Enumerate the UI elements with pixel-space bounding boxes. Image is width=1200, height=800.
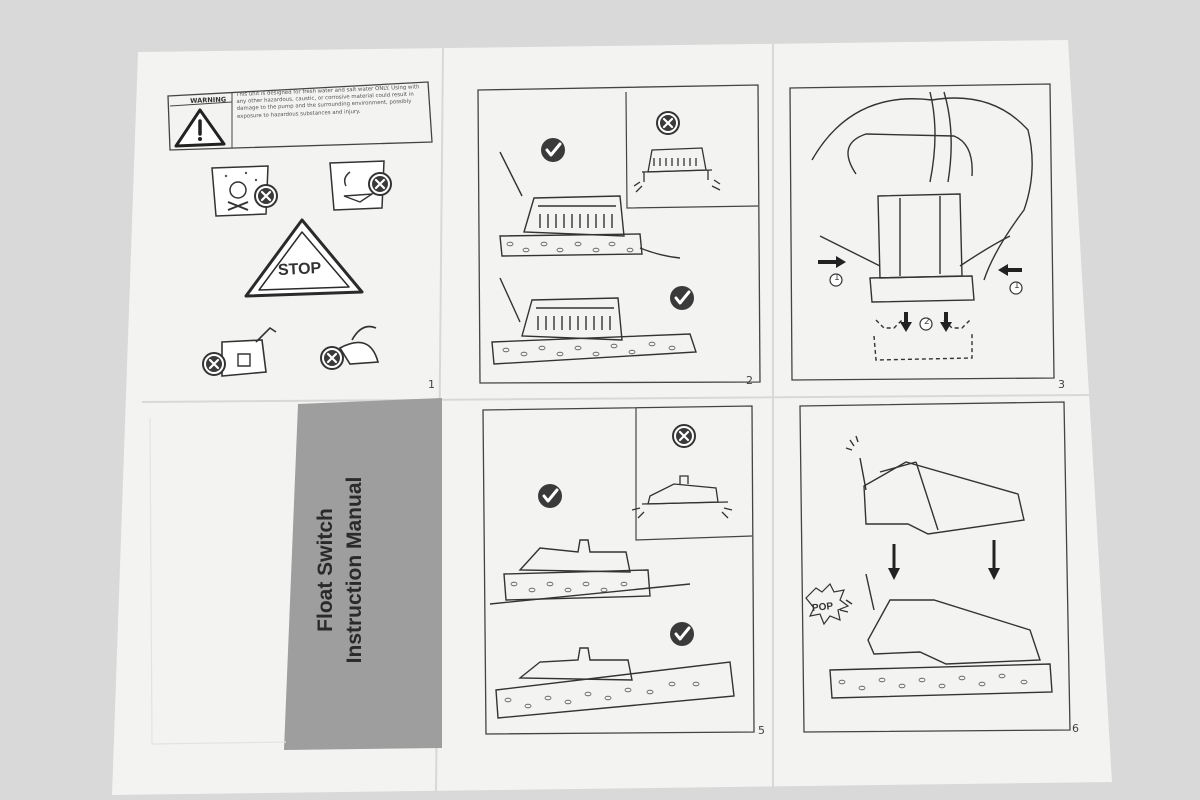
arrow-down-icon xyxy=(900,312,952,332)
panel-1-warnings xyxy=(167,81,433,377)
cross-mark-icon xyxy=(655,110,681,136)
check-mark-icon xyxy=(668,284,696,312)
page-number-3: 3 xyxy=(1058,378,1065,391)
warning-triangle-icon xyxy=(174,108,226,148)
panel-6-clip xyxy=(799,401,1071,733)
stop-sign-text: STOP xyxy=(277,259,322,280)
panel-5-mounting-small xyxy=(482,405,755,735)
page-number-6: 6 xyxy=(1072,722,1079,735)
panel-2-mounting xyxy=(477,84,761,384)
corrosive-container-prohibited-icon xyxy=(329,160,393,211)
stop-triangle-icon xyxy=(244,218,364,298)
step-number-1-left: 1 xyxy=(834,273,840,283)
pop-burst xyxy=(805,582,850,626)
fuel-can-prohibited-icon xyxy=(201,326,277,377)
arrow-left-icon xyxy=(998,264,1022,276)
cross-mark-icon xyxy=(671,423,697,449)
oil-can-prohibited-icon xyxy=(319,325,380,371)
panel-3-release xyxy=(789,83,1055,381)
step-number-2: 2 xyxy=(924,317,930,327)
check-mark-icon xyxy=(536,482,564,510)
page-number-5: 5 xyxy=(758,724,765,737)
pop-label: POP xyxy=(811,600,834,615)
poison-container-prohibited-icon xyxy=(211,165,279,217)
cover-title-line-1: Float Switch xyxy=(314,508,337,632)
arrow-down-icon xyxy=(888,540,1000,580)
check-mark-icon xyxy=(668,620,696,648)
page-number-1: 1 xyxy=(428,378,435,391)
cover-title: Float Switch Instruction Manual xyxy=(311,435,369,705)
cover-title-line-2: Instruction Manual xyxy=(343,476,366,664)
warning-label: WARNING xyxy=(190,95,227,105)
arrow-right-icon xyxy=(818,256,846,268)
step-number-1-right: 1 xyxy=(1014,281,1020,291)
check-mark-icon xyxy=(539,136,567,164)
cover-band xyxy=(284,398,442,750)
paper-sheet xyxy=(112,40,1112,795)
page-number-2: 2 xyxy=(746,374,753,387)
